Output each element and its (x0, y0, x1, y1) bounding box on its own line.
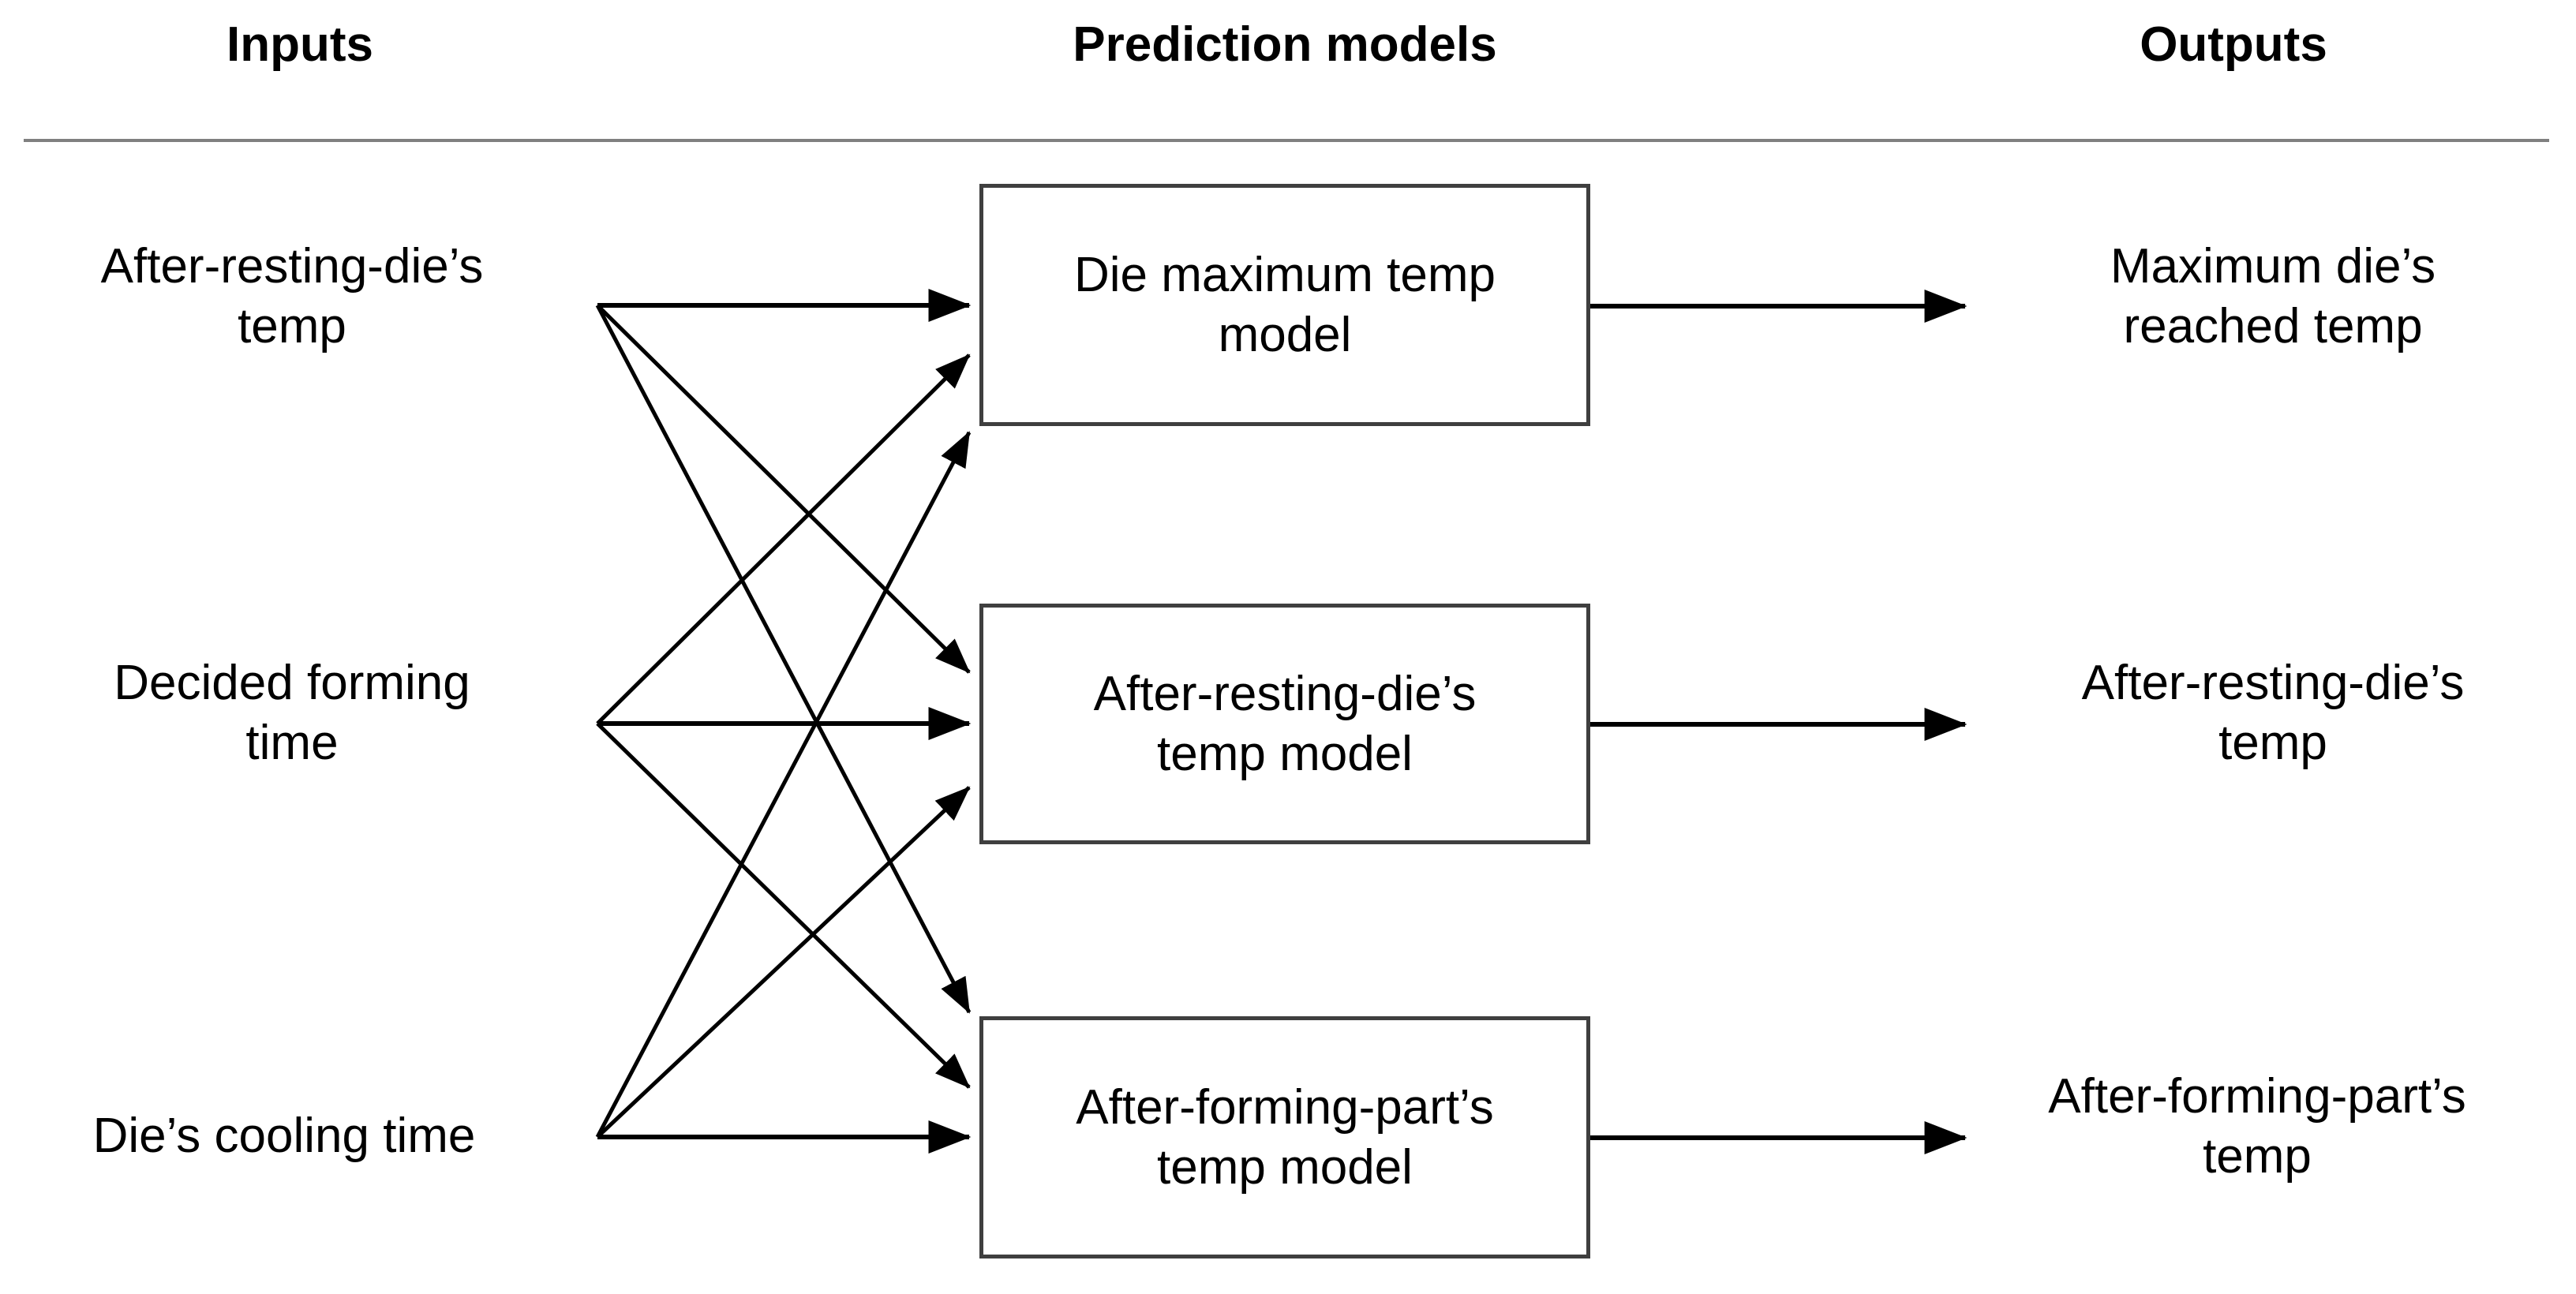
input-label-line: time (245, 715, 339, 770)
column-header-outputs: Outputs (2140, 17, 2327, 72)
edge-input0-to-model1 (596, 304, 971, 674)
output-label-after-resting-dies-temp: After-resting-die’s temp (1989, 653, 2557, 772)
output-label-line: temp (2203, 1128, 2312, 1184)
model-label-line: temp model (1157, 1139, 1413, 1195)
model-label-line: After-resting-die’s (1093, 666, 1477, 721)
edge-input1-to-model2 (596, 722, 971, 1089)
model-label-line: model (1218, 307, 1352, 362)
edge-input2-to-model1 (596, 786, 971, 1139)
model-box-label: After-resting-die’s temp model (1075, 664, 1496, 784)
output-label-line: After-resting-die’s (2081, 656, 2465, 710)
output-label-line: reached temp (2123, 298, 2423, 353)
column-header-inputs: Inputs (227, 17, 373, 72)
model-label-line: Die maximum temp (1074, 247, 1496, 302)
input-label-decided-forming-time: Decided forming time (24, 653, 560, 772)
model-box-die-maximum-temp[interactable]: Die maximum temp model (979, 184, 1590, 426)
model-label-line: temp model (1157, 726, 1413, 781)
input-label-line: After-resting-die’s (100, 239, 484, 294)
model-box-label: After-forming-part’s temp model (1057, 1078, 1512, 1197)
column-header-prediction-models: Prediction models (1073, 17, 1497, 72)
edge-input0-to-model2 (595, 304, 972, 1014)
input-label-line: Decided forming (114, 656, 470, 710)
input-label-dies-cooling-time: Die’s cooling time (8, 1106, 560, 1166)
output-label-maximum-dies-reached-temp: Maximum die’s reached temp (1989, 237, 2557, 356)
edge-input2-to-model0 (595, 431, 972, 1139)
input-label-line: Die’s cooling time (92, 1109, 476, 1163)
model-box-after-forming-parts-temp[interactable]: After-forming-part’s temp model (979, 1016, 1590, 1258)
output-label-line: Maximum die’s (2110, 239, 2436, 294)
output-label-line: After-forming-part’s (2048, 1069, 2466, 1124)
model-box-label: Die maximum temp model (1055, 245, 1515, 365)
header-divider-rule (24, 139, 2549, 142)
input-label-line: temp (238, 298, 346, 353)
edge-input1-to-model0 (596, 353, 971, 725)
model-box-after-resting-dies-temp[interactable]: After-resting-die’s temp model (979, 604, 1590, 844)
model-label-line: After-forming-part’s (1076, 1079, 1494, 1135)
input-label-after-resting-dies-temp: After-resting-die’s temp (24, 237, 560, 356)
output-label-line: temp (2218, 715, 2327, 770)
output-label-after-forming-parts-temp: After-forming-part’s temp (1949, 1067, 2565, 1186)
